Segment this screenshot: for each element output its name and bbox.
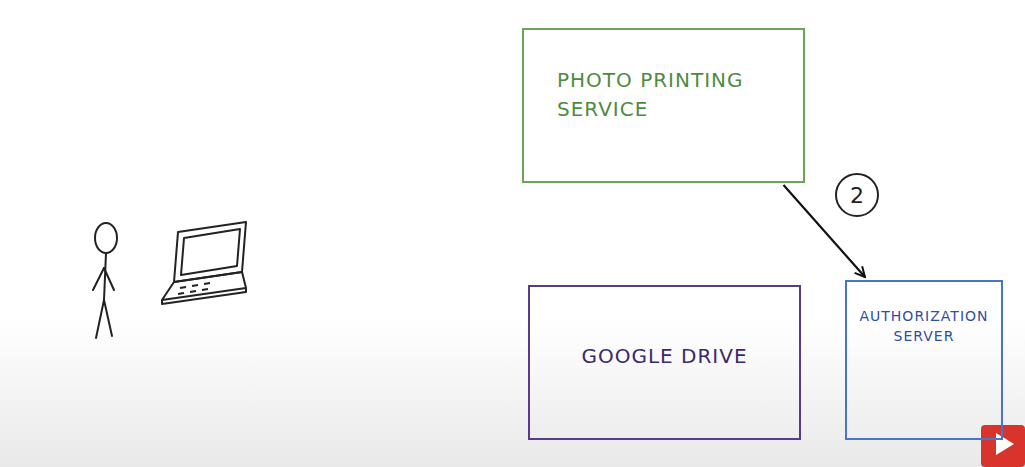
box-label: GOOGLE DRIVE: [540, 342, 789, 371]
box-label: PHOTO PRINTING SERVICE: [557, 66, 757, 124]
box-label: AUTHORIZATION SERVER: [855, 306, 993, 347]
subscribe-badge: [981, 425, 1025, 467]
callout-number: 2: [835, 173, 879, 217]
laptop-icon: [162, 222, 246, 304]
process-box: PHOTO PRINTING SERVICE: [522, 28, 805, 183]
stick-figure: [93, 223, 117, 338]
process-box: AUTHORIZATION SERVER: [845, 280, 1003, 440]
process-box: GOOGLE DRIVE: [528, 285, 801, 440]
